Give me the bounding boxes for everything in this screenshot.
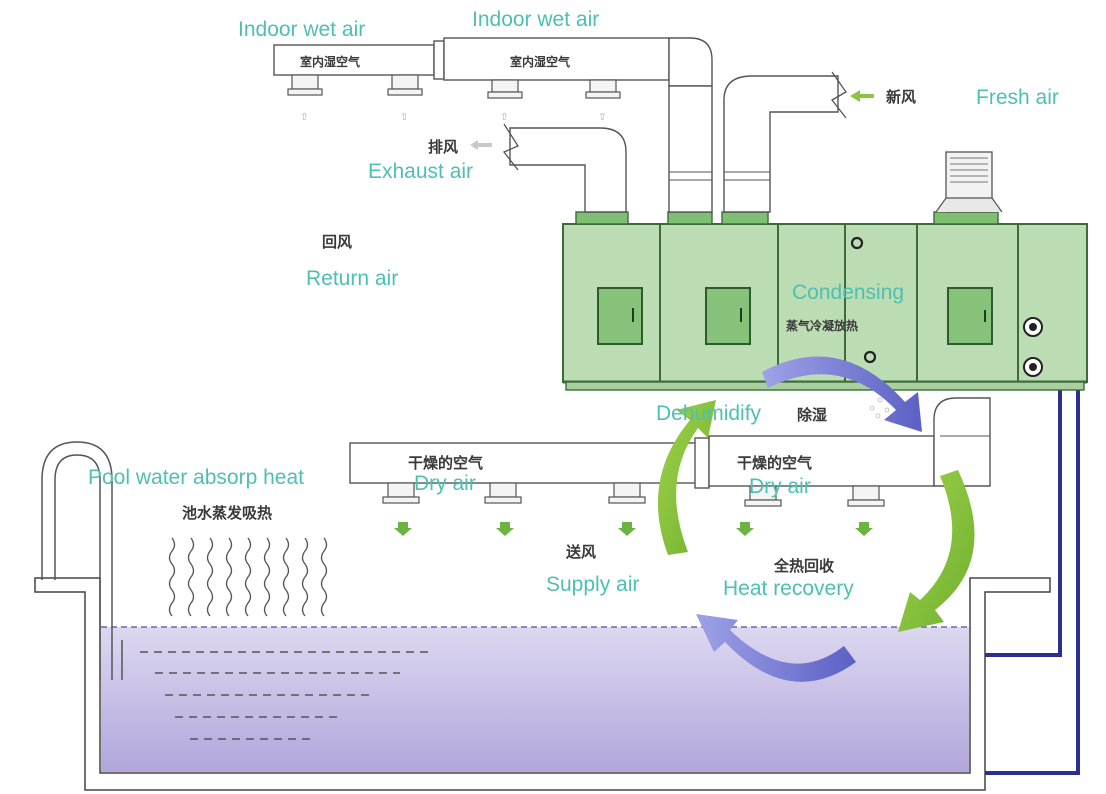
- exhaust-left-arrow-icon: [470, 140, 492, 150]
- water-pipes: [985, 325, 1080, 775]
- fan-housing: [935, 151, 1003, 213]
- fresh-air-left-arrow-icon: [850, 90, 874, 102]
- heat-recovery-label-cn: 全热回收: [773, 557, 834, 575]
- indoor-wet-air-label-left: Indoor wet air: [238, 18, 365, 41]
- air-handling-unit: [562, 151, 1088, 391]
- dry-air-label-cn-1: 干燥的空气: [408, 454, 483, 472]
- water-ripples: [140, 651, 430, 740]
- supply-air-label-en: Supply air: [546, 573, 639, 596]
- duct-label-cn-2: 室内湿空气: [510, 54, 570, 69]
- green-arrow-up: [657, 400, 716, 555]
- dry-air-label-en-1: Dry air: [414, 472, 476, 495]
- pool-heat-label-cn: 池水蒸发吸热: [182, 504, 272, 522]
- duct-label-cn-1: 室内湿空气: [300, 54, 360, 69]
- return-ductwork: ⇧ ⇧ ⇧ ⇧: [273, 37, 847, 213]
- pool-heat-label-en: Pool water absorp heat: [88, 466, 304, 489]
- blue-arrow-right: [762, 356, 922, 432]
- svg-text:⇧: ⇧: [300, 112, 308, 123]
- pool-ladder: [41, 441, 123, 680]
- return-air-label-cn: 回风: [322, 233, 352, 251]
- ahu-door: [705, 287, 751, 345]
- supply-air-label-cn: 送风: [565, 543, 596, 561]
- return-air-label-en: Return air: [306, 267, 398, 290]
- pool: [34, 441, 1051, 791]
- supply-down-arrow-icon: [394, 522, 873, 536]
- dry-air-label-cn-2: 干燥的空气: [737, 454, 812, 472]
- ahu-door: [597, 287, 643, 345]
- svg-text:⇧: ⇧: [598, 112, 606, 123]
- exhaust-label-en: Exhaust air: [368, 160, 473, 183]
- supply-ductwork: [349, 397, 991, 536]
- indoor-wet-air-label-right: Indoor wet air: [472, 8, 599, 31]
- green-arrow-down: [898, 470, 975, 632]
- evaporation-wavy-line-icon: [168, 537, 328, 617]
- condensing-label-cn: 蒸气冷凝放热: [786, 318, 858, 333]
- dry-air-label-en-2: Dry air: [749, 475, 811, 498]
- condensing-label-en: Condensing: [792, 281, 904, 304]
- svg-text:⇧: ⇧: [400, 112, 408, 123]
- svg-text:⇧: ⇧: [500, 112, 508, 123]
- flange-icon: [1023, 317, 1043, 377]
- heat-recovery-label-en: Heat recovery: [723, 577, 854, 600]
- dehumidify-label-cn: 除湿: [797, 406, 827, 424]
- fresh-air-label-cn: 新风: [886, 88, 916, 106]
- flow-cycle-arrows: [657, 356, 975, 682]
- pool-water: [101, 627, 969, 772]
- dehumidify-label-en: Dehumidify: [656, 402, 762, 425]
- blue-arrow-left: [696, 614, 856, 682]
- exhaust-label-cn: 排风: [428, 138, 458, 156]
- fresh-air-label-en: Fresh air: [976, 86, 1059, 109]
